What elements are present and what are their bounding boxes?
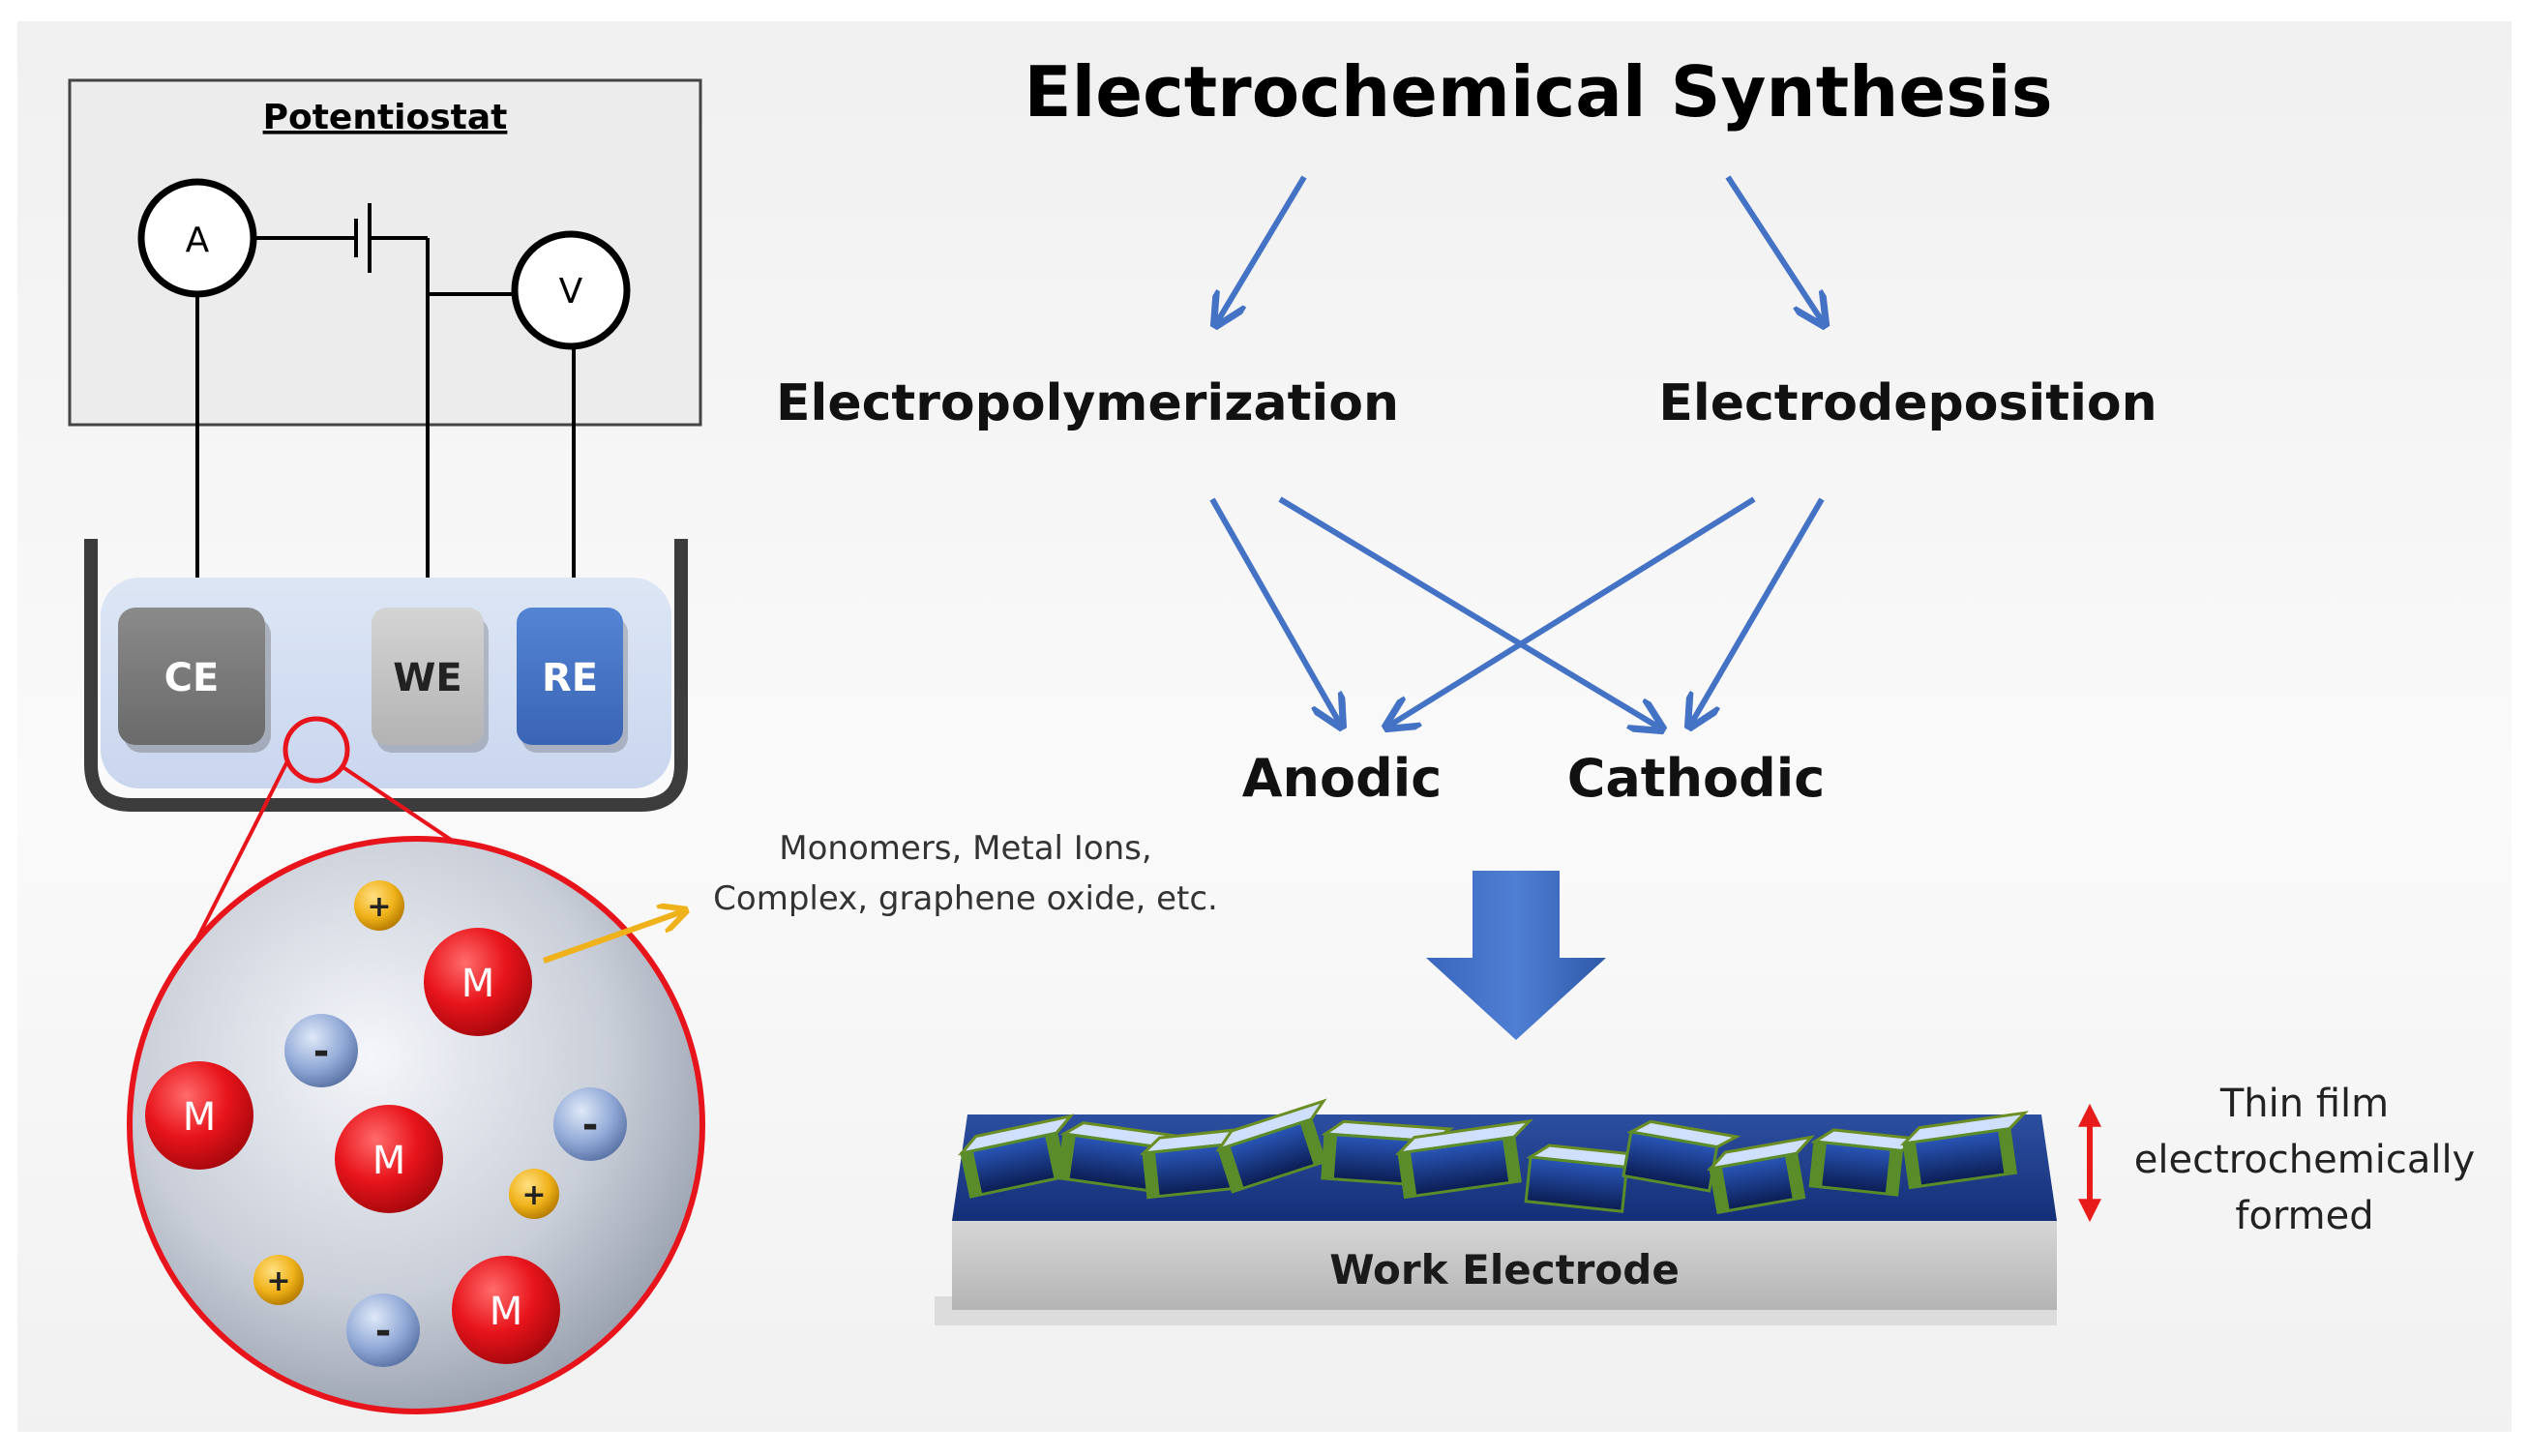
- metal-ion: M: [452, 1256, 560, 1364]
- film-block: [1524, 1144, 1651, 1213]
- cation: +: [253, 1255, 304, 1305]
- mode-cathodic: Cathodic: [1567, 748, 1826, 809]
- annotation-line-1: Monomers, Metal Ions,: [779, 829, 1151, 868]
- film-particles: [958, 1098, 2029, 1215]
- branch-electropolymerization: Electropolymerization: [776, 374, 1399, 432]
- annotation-line-2: Complex, graphene oxide, etc.: [713, 879, 1218, 918]
- metal-ion: M: [424, 928, 532, 1036]
- arrow-electrodeposition-to-anodic: [1389, 496, 1756, 726]
- arrow-electrodeposition-to-cathodic: [1691, 497, 1825, 724]
- flow-arrows: [1209, 175, 1825, 728]
- anion-label: -: [582, 1103, 599, 1147]
- cation-label: +: [521, 1178, 546, 1212]
- film-block: [1706, 1135, 1815, 1215]
- arrow-to-electrodeposition: [1725, 175, 1823, 322]
- anion-label: -: [375, 1309, 392, 1353]
- work-electrode-label: Work Electrode: [1329, 1246, 1680, 1293]
- battery-icon: [354, 203, 372, 273]
- anion: -: [284, 1014, 358, 1087]
- ammeter-label: A: [186, 221, 210, 260]
- ammeter-icon: A: [137, 178, 257, 298]
- film-block: [1899, 1111, 2029, 1190]
- film-block: [958, 1114, 1075, 1199]
- arrow-to-electropolymerization: [1217, 175, 1307, 322]
- film-block: [1215, 1098, 1327, 1194]
- film-block: [1622, 1119, 1741, 1193]
- metal-ion-label: M: [183, 1095, 217, 1140]
- film-block: [1808, 1128, 1925, 1197]
- big-down-arrow: [1426, 871, 1606, 1040]
- metal-ion-label: M: [490, 1290, 523, 1334]
- potentiostat-title: Potentiostat: [263, 98, 508, 137]
- circuit-wires: [195, 236, 576, 609]
- cation-label: +: [266, 1264, 290, 1298]
- cation: +: [354, 880, 404, 931]
- cation-label: +: [367, 890, 391, 924]
- metal-ion-label: M: [461, 962, 495, 1006]
- electrode-re-label: RE: [542, 656, 598, 700]
- anion: -: [346, 1293, 420, 1367]
- arrow-electropolymerization-to-anodic: [1209, 497, 1340, 724]
- electrode-we: WE: [372, 608, 489, 753]
- voltmeter-icon: V: [511, 230, 631, 350]
- anion: -: [553, 1087, 627, 1161]
- electrode-ce-label: CE: [164, 656, 220, 700]
- annotation-arrow: [542, 911, 683, 964]
- metal-ion: M: [145, 1061, 253, 1170]
- electrode-ce: CE: [118, 608, 271, 753]
- flow-title: Electrochemical Synthesis: [1024, 51, 2052, 133]
- electrode-we-label: WE: [393, 656, 461, 700]
- voltmeter-label: V: [559, 272, 583, 312]
- branch-electrodeposition: Electrodeposition: [1658, 374, 2157, 432]
- metal-ion-label: M: [372, 1139, 406, 1183]
- film-block: [1394, 1118, 1533, 1200]
- electrode-re: RE: [517, 608, 628, 753]
- film-note-line-3: formed: [2235, 1194, 2373, 1238]
- arrow-electropolymerization-to-cathodic: [1278, 496, 1659, 728]
- mode-anodic: Anodic: [1242, 748, 1443, 809]
- metal-ion: M: [335, 1105, 443, 1213]
- film-note-line-1: Thin film: [2219, 1082, 2389, 1126]
- anion-label: -: [313, 1029, 330, 1074]
- film-note-line-2: electrochemically: [2134, 1138, 2475, 1182]
- cation: +: [509, 1169, 559, 1219]
